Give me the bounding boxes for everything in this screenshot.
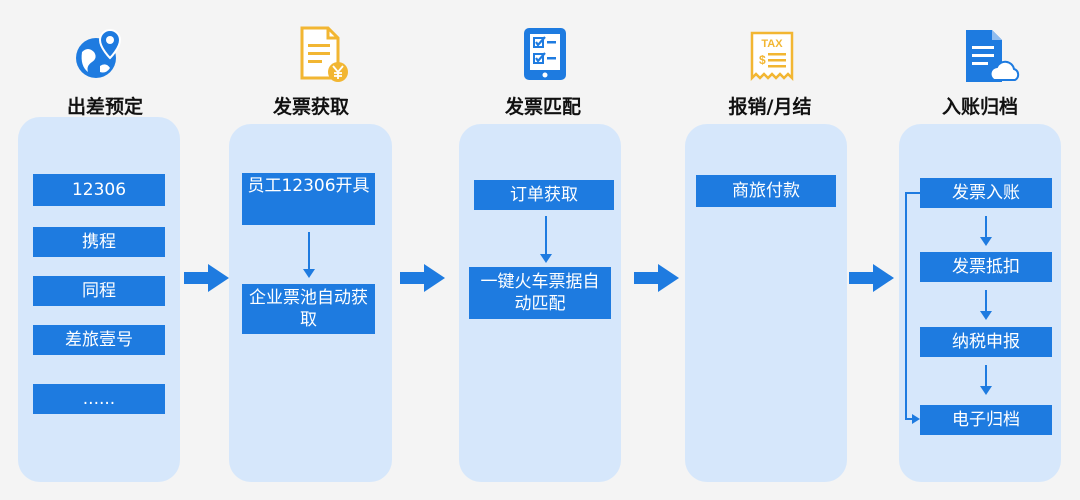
match-item-order-fetch: 订单获取 <box>474 180 614 210</box>
flow-arrow-1 <box>184 263 230 297</box>
acquire-down-arrow <box>303 232 315 278</box>
svg-text:$: $ <box>759 53 766 67</box>
archive-bracket-bottom <box>905 418 913 420</box>
stage-title-invoice-acquire: 发票获取 <box>272 96 349 118</box>
archive-item-invoice-deduct: 发票抵扣 <box>920 252 1052 282</box>
acquire-item-enterprise-pool: 企业票池自动获取 <box>242 284 375 334</box>
archive-item-e-archive: 电子归档 <box>920 405 1052 435</box>
archive-item-tax-declare: 纳税申报 <box>920 327 1052 357</box>
stage-title-reimburse: 报销/月结 <box>728 96 812 118</box>
archive-down-arrow-3 <box>980 365 992 395</box>
archive-bracket-arrowhead <box>912 414 920 424</box>
match-down-arrow <box>540 216 552 263</box>
booking-item-ctrip: 携程 <box>33 227 165 257</box>
stage-title-booking: 出差预定 <box>66 96 143 118</box>
flow-arrow-2 <box>400 263 446 297</box>
flow-arrow-3 <box>634 263 680 297</box>
booking-item-chailvyihao: 差旅壹号 <box>33 325 165 355</box>
tablet-checklist-icon <box>520 26 570 82</box>
booking-item-tongcheng: 同程 <box>33 276 165 306</box>
archive-down-arrow-2 <box>980 290 992 320</box>
document-cloud-icon <box>962 28 1022 86</box>
archive-bracket-top <box>905 192 920 194</box>
stage-title-archive: 入账归档 <box>941 96 1018 118</box>
booking-item-12306: 12306 <box>33 174 165 206</box>
tax-icon-text: TAX <box>761 38 783 50</box>
archive-item-invoice-entry: 发票入账 <box>920 178 1052 208</box>
match-item-auto-match: 一键火车票据自动匹配 <box>469 267 611 319</box>
booking-item-more: ...... <box>33 384 165 414</box>
archive-bracket-line <box>905 192 907 420</box>
tax-receipt-icon: TAX $ <box>748 30 798 84</box>
flow-arrow-4 <box>849 263 895 297</box>
reimburse-item-travel-payment: 商旅付款 <box>696 175 836 207</box>
location-globe-icon <box>72 26 128 82</box>
acquire-item-employee-12306: 员工12306开具 <box>242 173 375 225</box>
archive-down-arrow-1 <box>980 216 992 246</box>
stage-title-invoice-match: 发票匹配 <box>504 96 581 118</box>
invoice-yen-icon <box>298 26 350 84</box>
